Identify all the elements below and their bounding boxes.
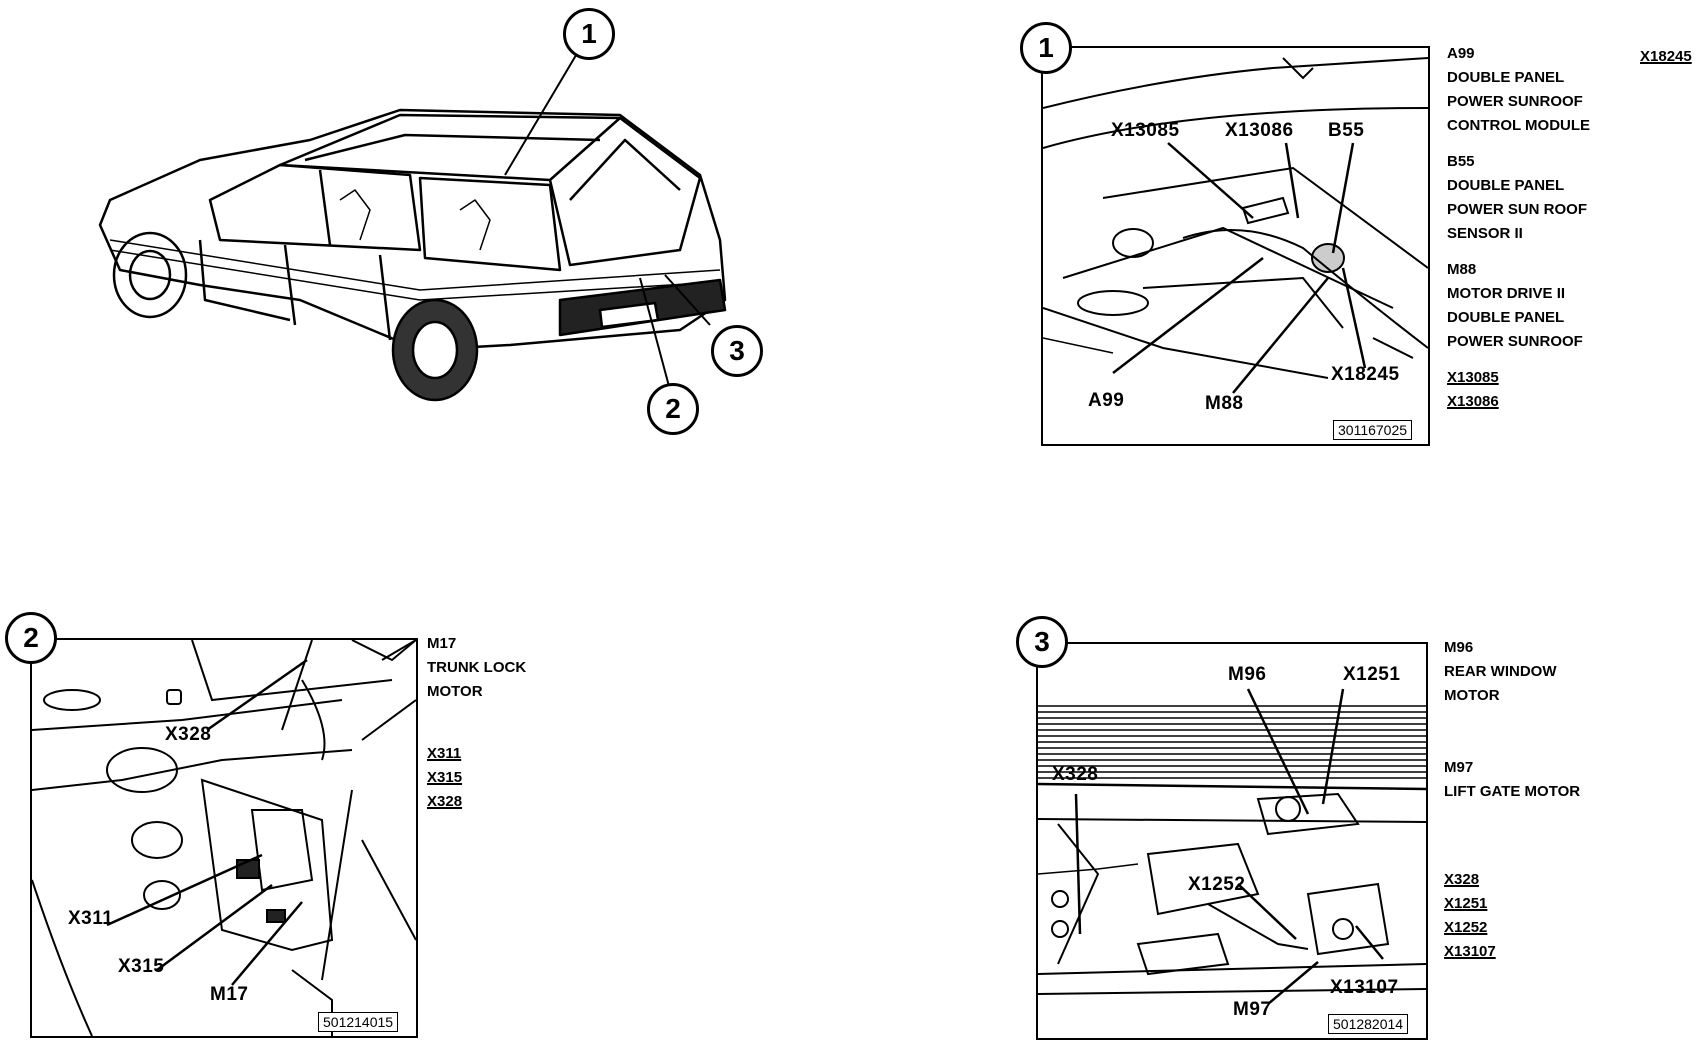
legend-b55-line2: POWER SUN ROOF	[1447, 201, 1588, 218]
legend-connector-x13085: X13085	[1447, 369, 1499, 386]
panel-3-drawing	[1038, 688, 1426, 1005]
legend-connector-x328: X328	[427, 793, 463, 810]
callout-x18245: X18245	[1331, 364, 1400, 385]
callout-x13107: X13107	[1330, 977, 1399, 998]
legend-m96-code: M96	[1444, 639, 1474, 656]
legend-m96-line2: MOTOR	[1444, 687, 1500, 704]
panel-3-number: 3	[1016, 616, 1068, 668]
legend-a99-line2: POWER SUNROOF	[1447, 93, 1583, 110]
panel-1-figure-code: 301167025	[1333, 420, 1413, 440]
legend-m88-line1: MOTOR DRIVE II	[1447, 285, 1566, 302]
car-overview-illustration	[98, 39, 727, 402]
overview-marker-3: 3	[711, 325, 763, 377]
panel-1-xref-top: X18245	[1640, 48, 1692, 65]
callout-x13085: X13085	[1111, 120, 1180, 141]
legend-connector-x1252: X1252	[1444, 919, 1488, 936]
overview-marker-2: 2	[647, 383, 699, 435]
panel-3-lift-gate-area: M96 X1251 X328 X1252 X13107 M97 50128201…	[1036, 642, 1428, 1040]
panel-2-legend: M17 TRUNK LOCK MOTOR X311 X315 X328	[427, 632, 526, 814]
callout-x1251: X1251	[1343, 664, 1401, 685]
legend-connector-x13086: X13086	[1447, 393, 1499, 410]
legend-connector-x328: X328	[1444, 871, 1480, 888]
panel-3-figure-code: 501282014	[1328, 1014, 1409, 1034]
callout-m17: M17	[210, 984, 249, 1005]
panel-2-trunk-lock-area: X328 X311 X315 M17 501214015	[30, 638, 418, 1038]
callout-x13086: X13086	[1225, 120, 1294, 141]
legend-a99-line1: DOUBLE PANEL	[1447, 69, 1565, 86]
overview-marker-1: 1	[563, 8, 615, 60]
panel-1-number: 1	[1020, 22, 1072, 74]
panel-2-figure-code: 501214015	[318, 1012, 399, 1032]
callout-x1252: X1252	[1188, 874, 1246, 895]
callout-a99: A99	[1088, 390, 1125, 411]
panel-1-drawing	[1043, 57, 1428, 394]
panel-2-number: 2	[5, 612, 57, 664]
legend-connector-x311: X311	[427, 745, 462, 762]
legend-a99-line3: CONTROL MODULE	[1447, 117, 1591, 134]
legend-m97-code: M97	[1444, 759, 1474, 776]
legend-b55-code: B55	[1447, 153, 1475, 170]
panel-2-drawing	[32, 640, 416, 1036]
callout-m96: M96	[1228, 664, 1267, 685]
legend-b55-line3: SENSOR II	[1447, 225, 1523, 242]
legend-b55-line1: DOUBLE PANEL	[1447, 177, 1565, 194]
panel-3-legend: M96 REAR WINDOW MOTOR M97 LIFT GATE MOTO…	[1444, 636, 1580, 964]
callout-m88: M88	[1205, 393, 1244, 414]
callout-m97: M97	[1233, 999, 1272, 1020]
legend-m88-line3: POWER SUNROOF	[1447, 333, 1583, 350]
callout-x328: X328	[1052, 764, 1099, 785]
legend-connector-x315: X315	[427, 769, 463, 786]
legend-m97-line1: LIFT GATE MOTOR	[1444, 783, 1581, 800]
legend-a99-code: A99	[1447, 45, 1475, 62]
legend-m17-line2: MOTOR	[427, 683, 483, 700]
legend-m17-code: M17	[427, 635, 457, 652]
panel-1-sunroof-area: X13085 X13086 B55 X18245 A99 M88 3011670…	[1041, 46, 1430, 446]
legend-connector-x1251: X1251	[1444, 895, 1488, 912]
legend-m88-line2: DOUBLE PANEL	[1447, 309, 1565, 326]
callout-b55: B55	[1328, 120, 1365, 141]
legend-connector-x13107: X13107	[1444, 943, 1496, 960]
legend-m96-line1: REAR WINDOW	[1444, 663, 1557, 680]
callout-x311: X311	[68, 908, 114, 929]
panel-1-legend: A99 DOUBLE PANEL POWER SUNROOF CONTROL M…	[1447, 42, 1590, 414]
callout-x315: X315	[118, 956, 165, 977]
legend-m88-code: M88	[1447, 261, 1477, 278]
legend-m17-line1: TRUNK LOCK	[427, 659, 527, 676]
callout-x328: X328	[165, 724, 212, 745]
